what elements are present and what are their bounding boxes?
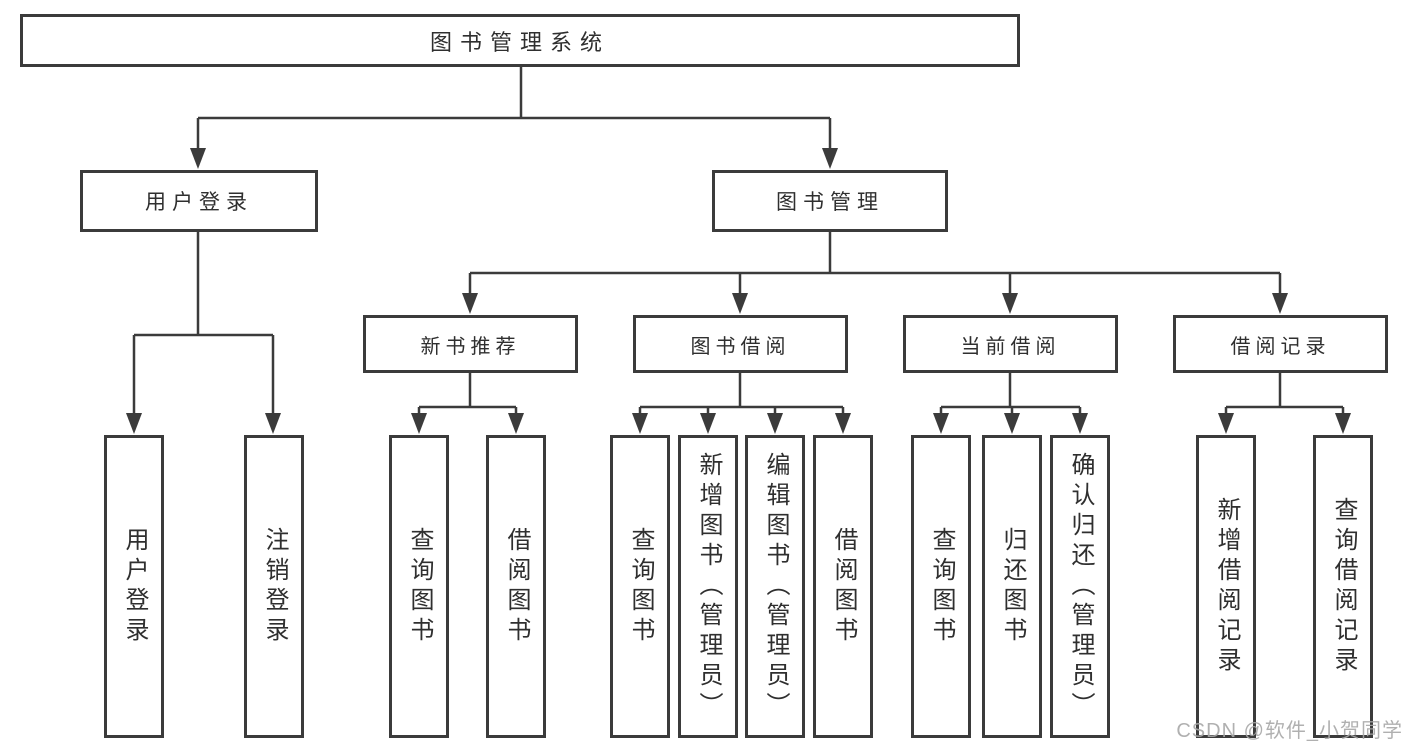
node-current-borrowing: 当前借阅 [903, 315, 1118, 373]
edges-borrowing-records [1218, 373, 1351, 434]
leaf-query-books-current: 查询图书 [911, 435, 971, 738]
node-borrowing-records: 借阅记录 [1173, 315, 1388, 373]
leaf-add-borrow-record: 新增借阅记录 [1196, 435, 1256, 738]
node-library-system: 图书管理系统 [20, 14, 1020, 67]
edges-user-login [126, 232, 281, 434]
leaf-edit-books-admin: 编辑图书（管理员） [745, 435, 805, 738]
leaf-return-books: 归还图书 [982, 435, 1042, 738]
node-new-book-recommend: 新书推荐 [363, 315, 578, 373]
leaf-query-books-borrowing: 查询图书 [610, 435, 670, 738]
leaf-query-borrow-record: 查询借阅记录 [1313, 435, 1373, 738]
leaf-user-login: 用户登录 [104, 435, 164, 738]
leaf-query-books-recommend: 查询图书 [389, 435, 449, 738]
leaf-add-books-admin: 新增图书（管理员） [678, 435, 738, 738]
leaf-borrow-books-recommend: 借阅图书 [486, 435, 546, 738]
leaf-logout: 注销登录 [244, 435, 304, 738]
edges-root [190, 67, 838, 169]
edges-book-borrowing [632, 373, 851, 434]
leaf-confirm-return-admin: 确认归还（管理员） [1050, 435, 1110, 738]
node-user-login: 用户登录 [80, 170, 318, 232]
node-book-borrowing: 图书借阅 [633, 315, 848, 373]
edges-new-book-recommend [411, 373, 524, 434]
edges-book-management [462, 232, 1288, 314]
node-book-management: 图书管理 [712, 170, 948, 232]
leaf-borrow-books-borrowing: 借阅图书 [813, 435, 873, 738]
csdn-watermark: CSDN @软件_小贺同学 [1176, 720, 1403, 742]
edges-current-borrowing [933, 373, 1088, 434]
